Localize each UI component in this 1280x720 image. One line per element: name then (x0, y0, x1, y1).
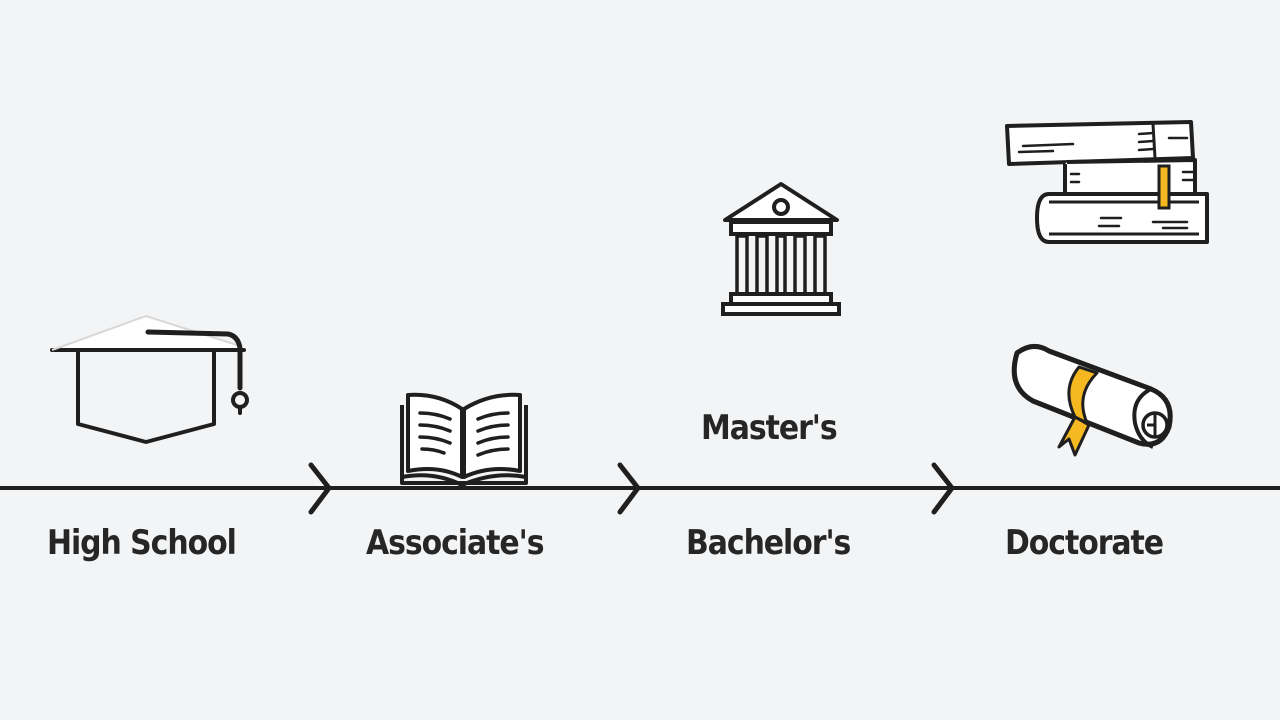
graduation-cap-icon (48, 312, 258, 447)
stage-label-high-school: High School (47, 523, 237, 563)
open-book-icon (398, 391, 530, 488)
stacked-books-icon (1003, 118, 1211, 246)
chevron-right-icon (305, 461, 335, 517)
stage-label-masters: Master's (701, 408, 838, 448)
stage-label-doctorate: Doctorate (1005, 523, 1164, 563)
chevron-right-icon (928, 461, 958, 517)
stage-label-associates: Associate's (366, 523, 545, 563)
chevron-right-icon (614, 461, 644, 517)
diploma-scroll-icon (1003, 343, 1179, 465)
university-building-icon (721, 180, 841, 317)
stage-label-bachelors: Bachelor's (686, 523, 851, 563)
